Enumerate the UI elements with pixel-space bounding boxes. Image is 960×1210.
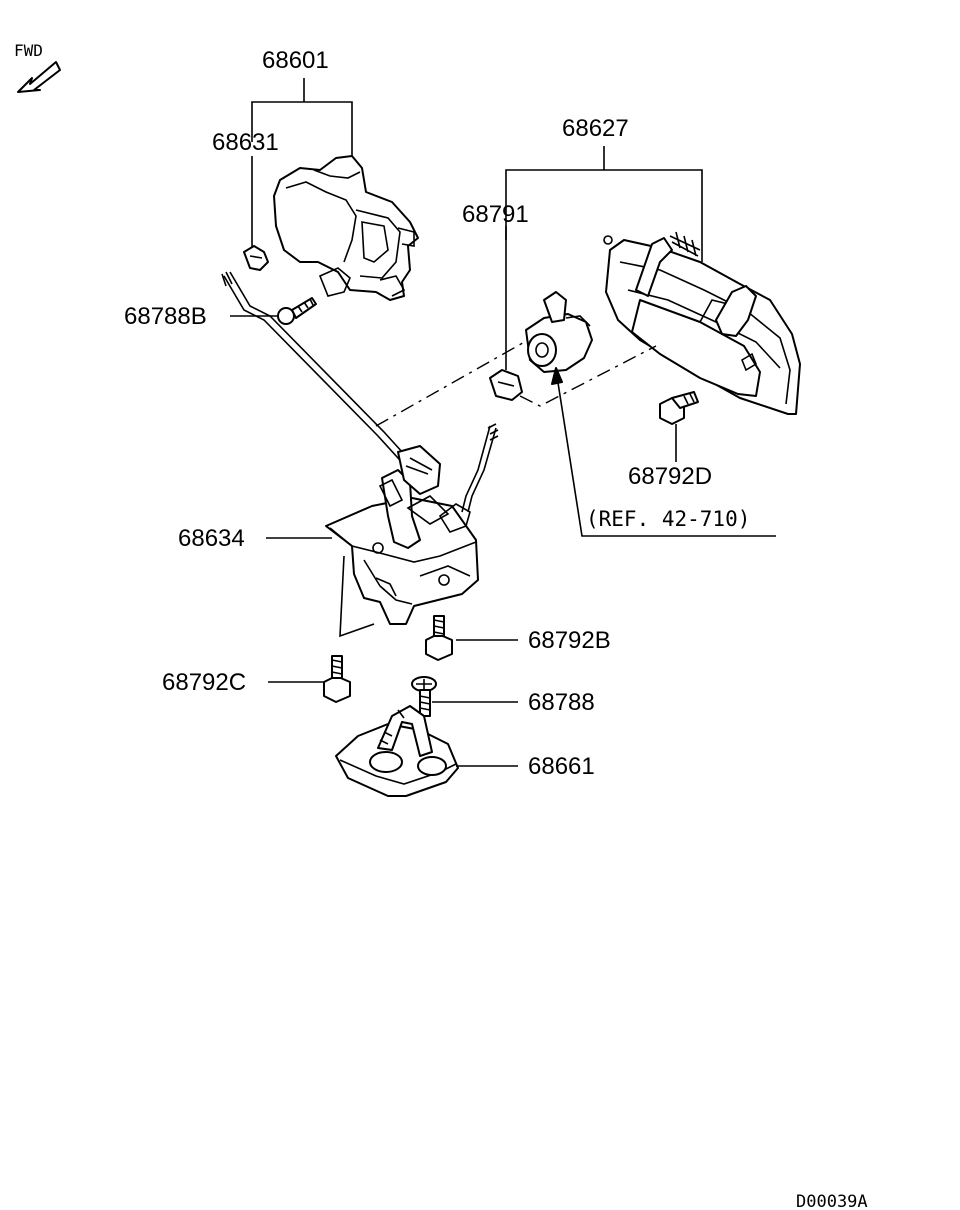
leader-68601 — [251, 78, 353, 156]
clip-68791 — [489, 369, 523, 401]
reference-label: (REF. 42-710) — [586, 507, 750, 531]
lock-cylinder — [525, 291, 593, 373]
latch-68634 — [325, 445, 479, 625]
striker-68661 — [335, 705, 459, 797]
latch-rod — [461, 425, 497, 513]
leader-68627 — [505, 146, 703, 262]
label-68791: 68791 — [462, 201, 529, 228]
label-68792D: 68792D — [628, 463, 712, 490]
clip-68631 — [243, 245, 269, 271]
linkage-rod — [221, 271, 425, 481]
screw-68788 — [411, 676, 437, 717]
label-68661: 68661 — [528, 753, 595, 780]
label-68788: 68788 — [528, 689, 595, 716]
install-line-68792C — [339, 555, 375, 638]
label-68634: 68634 — [178, 525, 245, 552]
label-68627: 68627 — [562, 115, 629, 142]
leader-reference — [555, 369, 776, 537]
diagram-code: D00039A — [796, 1192, 868, 1210]
install-line-lower — [519, 345, 657, 407]
bolt-68792B — [425, 615, 453, 661]
label-68792B: 68792B — [528, 627, 611, 654]
label-68631: 68631 — [212, 129, 279, 156]
install-line-upper — [375, 339, 529, 427]
bolt-68792D — [659, 391, 699, 425]
screw-68788B — [277, 297, 317, 325]
fwd-label: FWD — [14, 41, 43, 60]
handle-68627 — [603, 231, 801, 415]
bolt-68792C — [323, 655, 351, 703]
actuator-68601 — [273, 155, 419, 301]
label-68788B: 68788B — [124, 303, 207, 330]
fwd-indicator: FWD — [14, 41, 61, 93]
label-68792C: 68792C — [162, 669, 246, 696]
reference-arrowhead — [551, 367, 563, 385]
fwd-arrow-icon — [17, 61, 61, 93]
label-68601: 68601 — [262, 47, 329, 74]
